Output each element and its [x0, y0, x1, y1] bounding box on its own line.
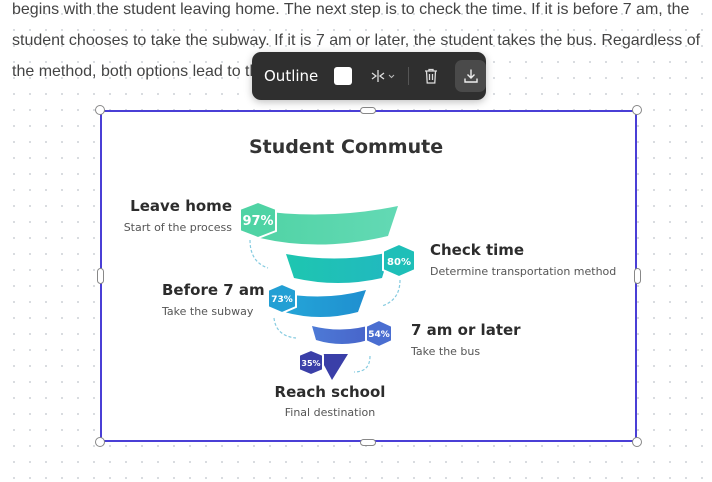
resize-handle-left[interactable]: [97, 268, 104, 284]
flip-icon: [371, 70, 385, 82]
step-subtitle: Start of the process: [123, 221, 232, 234]
resize-handle-bottom[interactable]: [360, 439, 376, 446]
connector-arrow: [249, 239, 269, 269]
resize-handle-top[interactable]: [360, 107, 376, 114]
outline-button[interactable]: Outline: [264, 67, 319, 85]
step-subtitle: Take the bus: [411, 345, 481, 358]
funnel-layer-5: [318, 354, 348, 380]
document-line: student chooses to take the subway. If i…: [12, 32, 701, 49]
funnel-layer-1: [242, 206, 398, 245]
flip-button[interactable]: [370, 69, 395, 83]
step-title: Before 7 am: [162, 281, 265, 299]
step-title: Reach school: [274, 383, 386, 401]
step-title: Check time: [430, 241, 525, 259]
percent-badge-text: 73%: [271, 295, 293, 305]
funnel-layer-4: [312, 324, 374, 344]
percent-badge-1: 97%: [239, 200, 277, 240]
percent-badge-text: 35%: [301, 359, 320, 368]
download-button[interactable]: [455, 60, 486, 92]
step-subtitle: Take the subway: [162, 305, 254, 318]
resize-handle-top-right[interactable]: [632, 105, 642, 115]
step-subtitle: Determine transportation method: [430, 265, 617, 278]
percent-badge-5: 35%: [298, 348, 324, 377]
resize-handle-bottom-right[interactable]: [632, 437, 642, 447]
document-line: begins with the student leaving home. Th…: [12, 1, 690, 18]
step-title: Leave home: [130, 197, 232, 215]
funnel-graphic: 97% 80% 73% 54% 35%: [239, 200, 416, 380]
infographic-title: Student Commute: [249, 136, 444, 158]
image-toolbar: Outline: [252, 52, 486, 100]
delete-button[interactable]: [423, 66, 440, 86]
chevron-down-icon: [388, 74, 395, 78]
student-commute-infographic: 97% 80% 73% 54% 35% Student Commute Leav…: [100, 110, 637, 442]
connector-arrow: [273, 317, 297, 339]
step-title: 7 am or later: [411, 321, 521, 339]
connector-arrow: [353, 355, 371, 373]
percent-badge-text: 80%: [387, 257, 411, 268]
funnel-layer-2: [286, 252, 390, 283]
toolbar-divider: [407, 67, 409, 85]
outline-color-swatch[interactable]: [334, 67, 352, 85]
percent-badge-text: 97%: [242, 214, 273, 229]
resize-handle-bottom-left[interactable]: [95, 437, 105, 447]
resize-handle-top-left[interactable]: [95, 105, 105, 115]
percent-badge-4: 54%: [365, 318, 393, 349]
percent-badge-2: 80%: [382, 242, 416, 279]
percent-badge-3: 73%: [267, 282, 297, 315]
trash-icon: [425, 68, 438, 84]
resize-handle-right[interactable]: [634, 268, 641, 284]
percent-badge-text: 54%: [368, 330, 390, 340]
funnel-layer-3: [276, 290, 366, 317]
download-icon: [463, 69, 478, 83]
step-subtitle: Final destination: [284, 406, 376, 419]
connector-arrow: [381, 279, 401, 307]
